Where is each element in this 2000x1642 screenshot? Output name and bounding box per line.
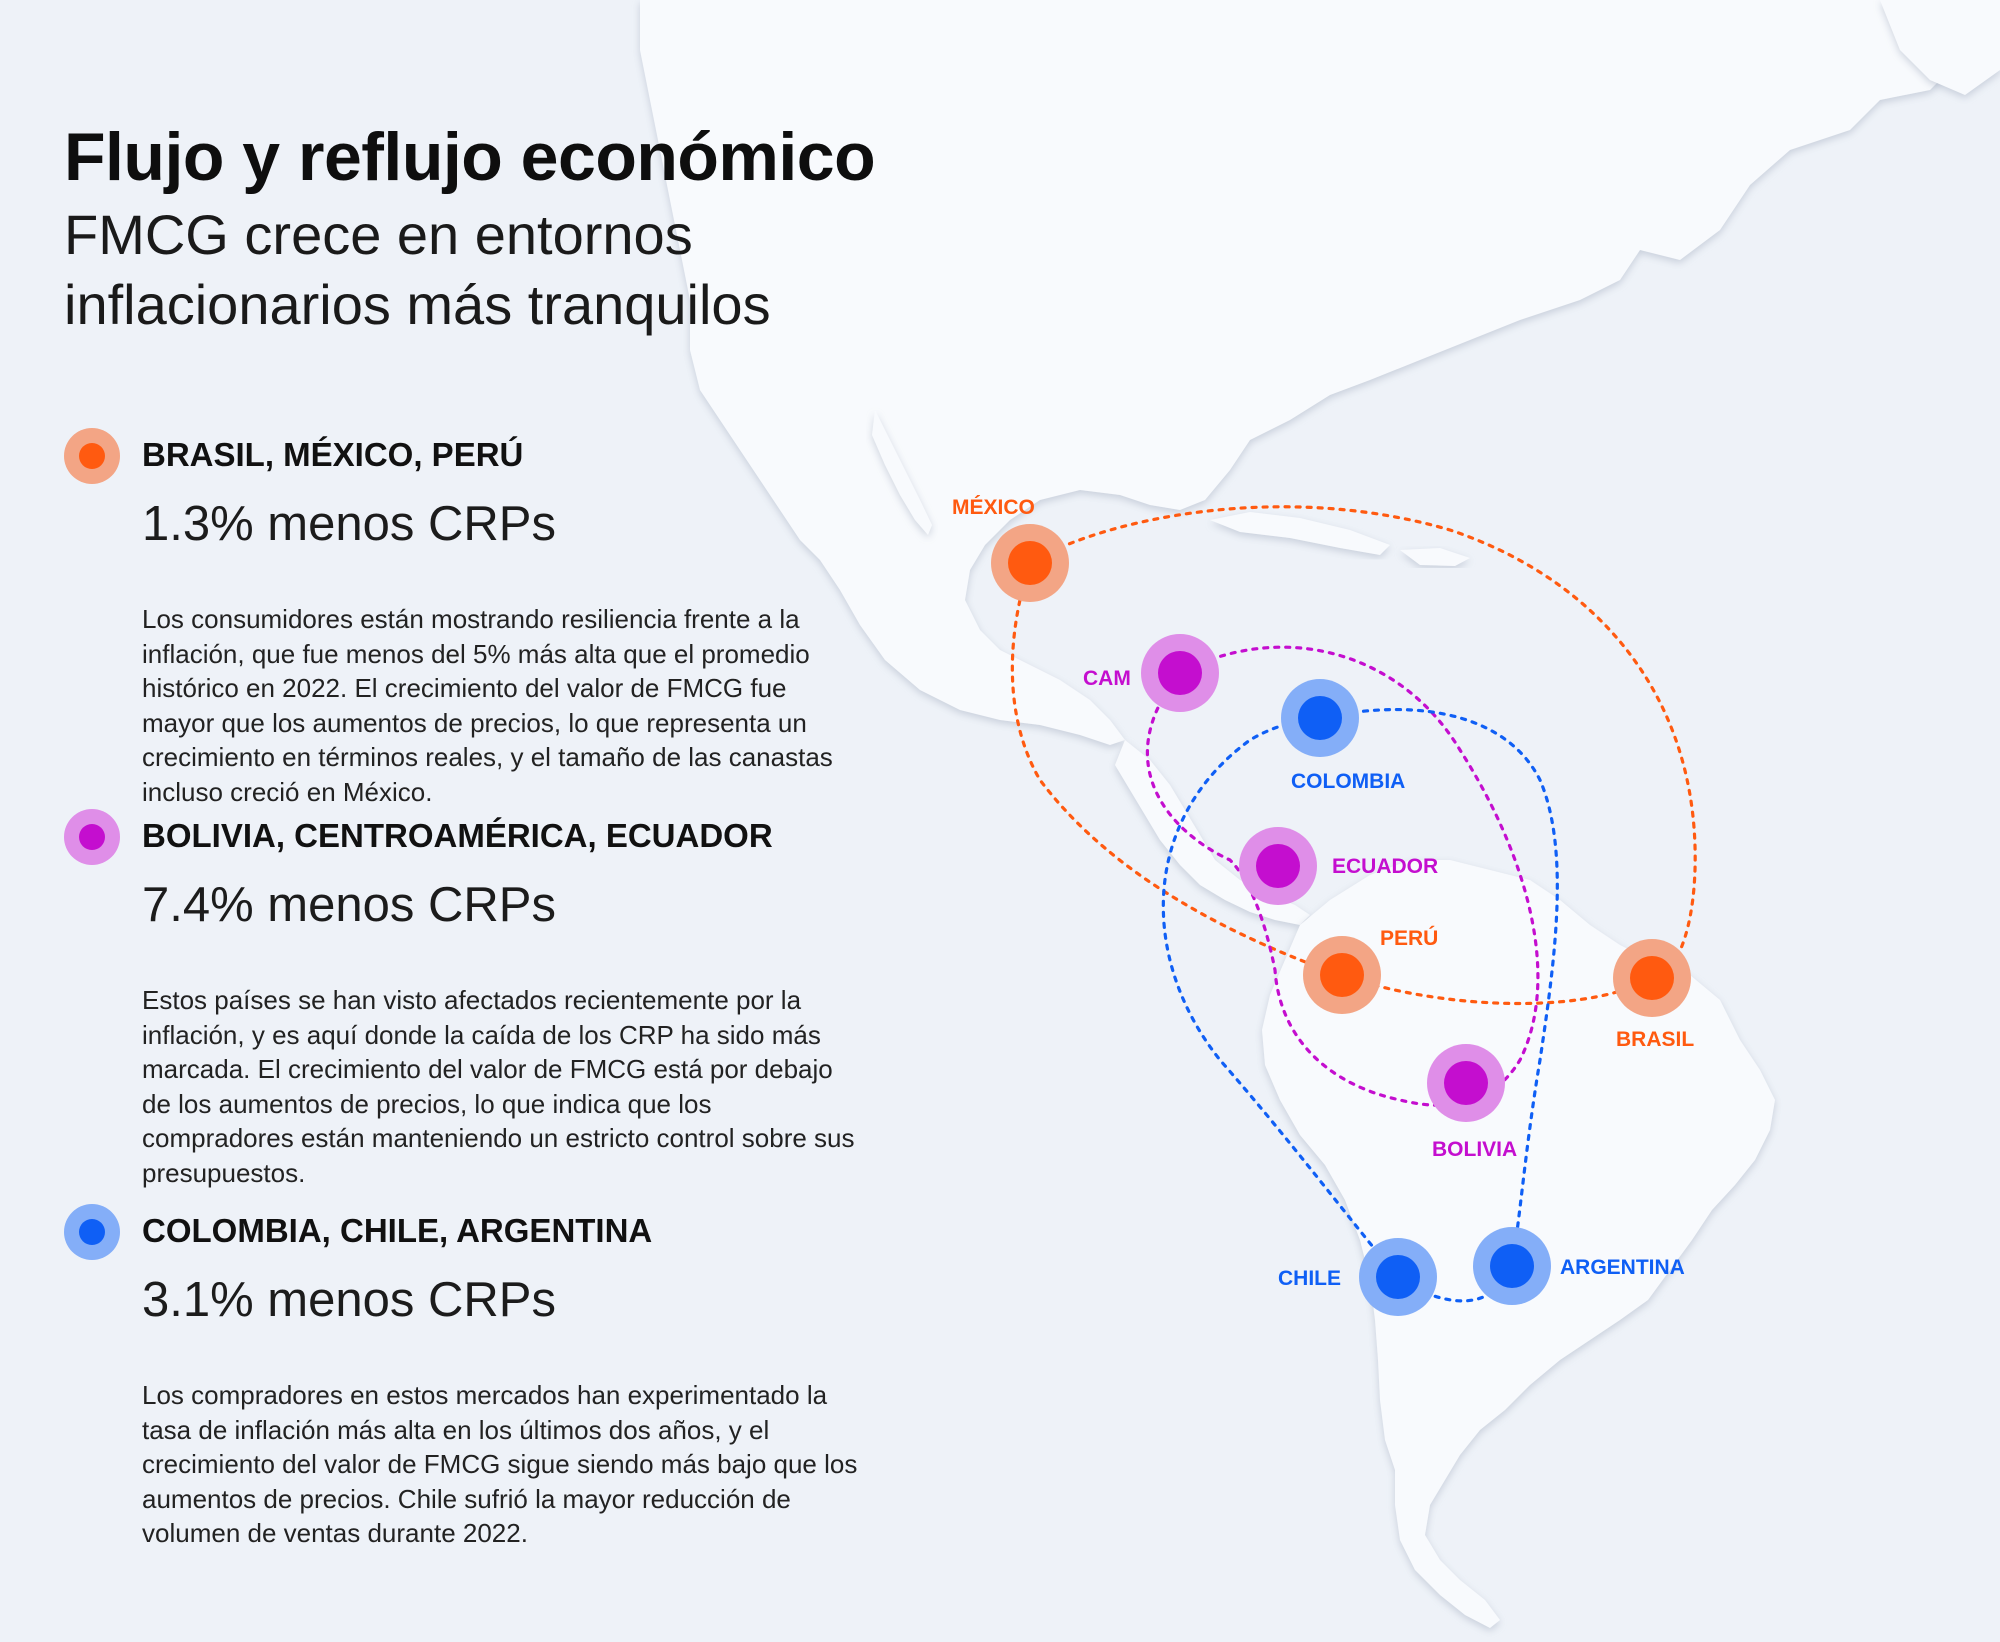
label-bolivia: BOLIVIA xyxy=(1432,1138,1517,1161)
orange-group-connection xyxy=(1010,505,1697,1006)
hispaniola-land xyxy=(1400,548,1470,566)
blue-group-connection xyxy=(1161,707,1559,1303)
country-markers xyxy=(991,524,1691,1316)
purple-group-connection xyxy=(1145,645,1540,1107)
group-description: Estos países se han visto afectados reci… xyxy=(142,985,855,1188)
group-title: BRASIL, MÉXICO, PERÚ xyxy=(142,436,524,473)
group-stat: 7.4% menos CRPs xyxy=(142,878,556,932)
label-colombia: COLOMBIA xyxy=(1291,770,1405,793)
group-stat: 1.3% menos CRPs xyxy=(142,497,556,551)
label-cam: CAM xyxy=(1083,667,1131,690)
group-description: Los consumidores están mostrando resilie… xyxy=(142,604,833,807)
marker-cam xyxy=(1141,634,1219,712)
marker-argentina xyxy=(1473,1227,1551,1305)
cuba-land xyxy=(1210,512,1390,555)
group-title: BOLIVIA, CENTROAMÉRICA, ECUADOR xyxy=(142,817,773,854)
purple-dot-icon xyxy=(64,809,120,865)
label-peru: PERÚ xyxy=(1380,926,1438,950)
marker-chile xyxy=(1359,1238,1437,1316)
label-chile: CHILE xyxy=(1278,1267,1341,1290)
central-america-land xyxy=(1115,740,1310,925)
marker-colombia xyxy=(1281,679,1359,757)
greenland-land xyxy=(1880,0,2000,95)
group-description: Los compradores en estos mercados han ex… xyxy=(142,1380,858,1548)
orange-dot-icon xyxy=(64,428,120,484)
marker-bolivia xyxy=(1427,1044,1505,1122)
marker-mexico xyxy=(991,524,1069,602)
blue-dot-icon xyxy=(64,1204,120,1260)
label-argentina: ARGENTINA xyxy=(1560,1256,1685,1279)
page-title: Flujo y reflujo económico xyxy=(64,119,876,195)
marker-brasil xyxy=(1613,939,1691,1017)
label-brasil: BRASIL xyxy=(1616,1028,1694,1051)
north-america-land xyxy=(640,0,2000,745)
label-ecuador: ECUADOR xyxy=(1332,855,1438,878)
marker-ecuador xyxy=(1239,827,1317,905)
page-subtitle: FMCG crece en entornos inflacionarios má… xyxy=(64,203,771,336)
marker-peru xyxy=(1303,936,1381,1014)
label-mexico: MÉXICO xyxy=(952,496,1035,519)
group-title: COLOMBIA, CHILE, ARGENTINA xyxy=(142,1212,653,1249)
group-stat: 3.1% menos CRPs xyxy=(142,1273,556,1327)
baja-california-land xyxy=(872,410,932,535)
